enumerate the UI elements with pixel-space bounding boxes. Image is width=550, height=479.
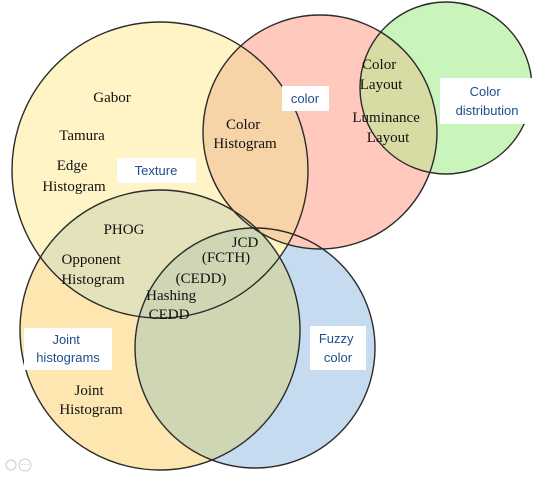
item-joint-histogram: Joint Histogram [59, 383, 123, 418]
color-label-box [282, 86, 329, 111]
item-hashing-cedd: Hashing CEDD [146, 288, 200, 323]
item-color-layout: Color Layout [360, 57, 403, 93]
item-luminance-layout: Luminance Layout [352, 110, 423, 146]
texture-label-box [117, 158, 196, 183]
color-distribution-label-box [440, 78, 535, 124]
texture-label: Texture [135, 163, 178, 178]
item-color-histogram: Color Histogram [213, 117, 277, 152]
more-icon-dots: ··· [20, 460, 30, 471]
more-icon [18, 458, 32, 472]
fuzzy-color-label: Fuzzy color [319, 331, 357, 365]
item-gabor: Gabor [93, 90, 131, 106]
joint-histograms-label: Joint histograms [36, 332, 100, 365]
color-distribution-label: Color distribution [456, 84, 519, 118]
joint-histograms-label-box [24, 328, 112, 370]
item-phog: PHOG [104, 222, 145, 238]
fuzzy-color-outline [134, 227, 376, 469]
corner-dot [5, 459, 17, 471]
set-outlines [11, 1, 533, 471]
fuzzy-color-label-box [310, 326, 366, 370]
color-outline [202, 14, 438, 250]
item-fcth: (FCTH) [202, 250, 250, 266]
color-label: color [291, 91, 320, 106]
item-opponent-histogram: Opponent Histogram [61, 252, 125, 288]
item-tamura: Tamura [59, 128, 105, 144]
descriptor-items: Gabor Tamura Edge Histogram Color Histog… [42, 57, 423, 418]
set-labels: Texture color Color distribution Joint h… [24, 78, 535, 370]
texture-outline [11, 21, 309, 319]
texture-color-overlap [203, 22, 308, 249]
corner-mark: ··· [5, 458, 32, 472]
fuzzy-overlap [135, 228, 300, 468]
item-cedd: (CEDD) [176, 271, 227, 287]
item-edge-histogram: Edge Histogram [42, 158, 106, 195]
joint-histograms-outline [19, 189, 301, 471]
item-jcd: JCD [232, 235, 259, 251]
